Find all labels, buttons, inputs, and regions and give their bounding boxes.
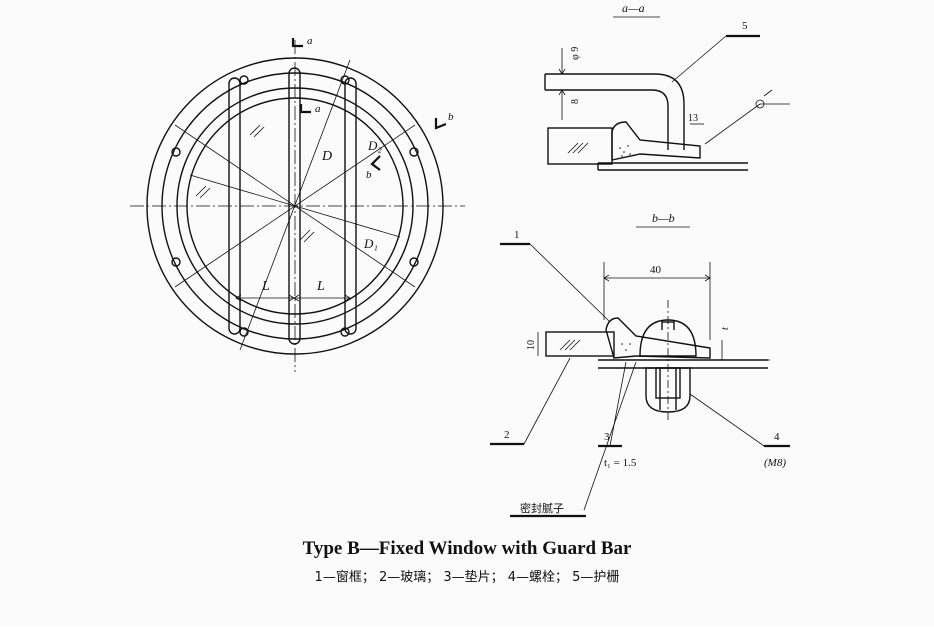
section-aa-title: a—a bbox=[622, 1, 645, 15]
diameter-D1-label: D₁ bbox=[363, 236, 378, 251]
section-a-a: a—a φ 9 8 13 bbox=[544, 1, 790, 171]
frame-ring bbox=[176, 87, 414, 325]
section-b-b: b—b 40 10 bbox=[490, 211, 790, 518]
section-mark-b-top: b bbox=[448, 111, 454, 123]
glass-ring bbox=[186, 97, 404, 315]
section-mark-b-low: b bbox=[366, 169, 372, 181]
dim-10: 10 bbox=[526, 340, 537, 350]
figure-legend: 1—窗框； 2—玻璃； 3—垫片； 4—螺栓； 5—护栅 bbox=[314, 570, 620, 585]
diameter-D-label: D bbox=[321, 149, 332, 164]
section-mark-a-mid: a bbox=[315, 103, 321, 115]
bolt-hole bbox=[171, 257, 181, 267]
bolt-hole bbox=[409, 147, 419, 157]
bolt-hole bbox=[171, 147, 181, 157]
section-bb-title: b—b bbox=[652, 211, 675, 225]
callout-5: 5 bbox=[742, 20, 748, 32]
bolt-hole bbox=[239, 327, 249, 337]
bolt-spec: (M8) bbox=[764, 457, 786, 469]
thickness-t1: t₁ = 1.5 bbox=[604, 457, 637, 469]
diameter-D2-label: D₂ bbox=[367, 138, 382, 153]
callout-2: 2 bbox=[504, 429, 510, 441]
sealant-label: 密封腻子 bbox=[520, 501, 564, 515]
dim-t: t bbox=[720, 327, 731, 330]
spacing-left-label: L bbox=[261, 279, 270, 294]
dim-13: 13 bbox=[688, 113, 698, 124]
bolt-circle-ring bbox=[161, 72, 429, 340]
bolt-hole bbox=[409, 257, 419, 267]
guard-bar bbox=[288, 67, 301, 345]
dim-40: 40 bbox=[650, 264, 662, 276]
dim-8: 8 bbox=[570, 99, 581, 104]
callout-3: 3 bbox=[604, 431, 610, 443]
spacing-right-label: L bbox=[316, 279, 325, 294]
callout-4: 4 bbox=[774, 431, 780, 443]
outer-flange-ring bbox=[146, 57, 444, 355]
bolt-hole bbox=[239, 75, 249, 85]
figure-caption: Type B—Fixed Window with Guard Bar bbox=[302, 538, 632, 559]
plan-view: L L a a b b D D₂ D₁ bbox=[130, 35, 465, 372]
guard-bar bbox=[228, 77, 241, 335]
guard-bar bbox=[344, 77, 357, 335]
section-mark-a-top: a bbox=[307, 35, 313, 47]
dim-phi9: φ 9 bbox=[570, 47, 581, 60]
callout-1: 1 bbox=[514, 229, 520, 241]
